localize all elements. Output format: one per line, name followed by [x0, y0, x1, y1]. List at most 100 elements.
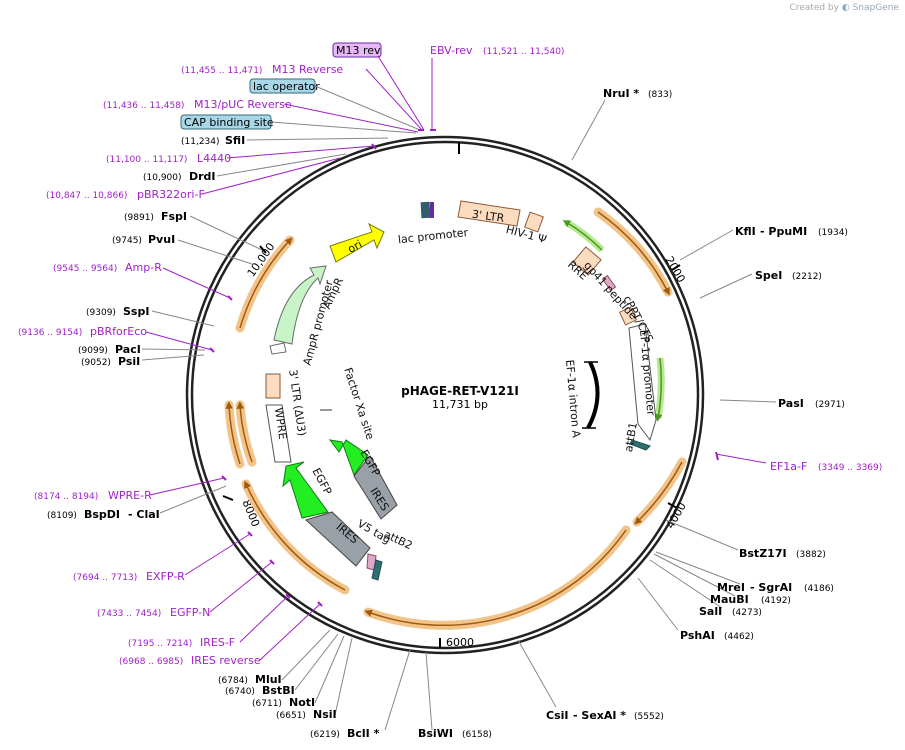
site-sspi: (9309) SspI — [86, 305, 149, 318]
leader-maubi — [653, 553, 736, 597]
site-kfli-pos: (1934) — [818, 228, 848, 238]
site-drdi: (10,900) DrdI — [143, 170, 216, 183]
site-ebv-rev-name: EBV-rev — [430, 44, 473, 57]
site-m13puc-reverse: (11,436 .. 11,458) M13/pUC Reverse — [103, 98, 292, 111]
site-ires-reverse-pos: (6968 .. 6985) — [119, 657, 183, 667]
site-kfli-name2: - PpuMI — [760, 225, 807, 238]
brand-name: SnapGene — [852, 3, 899, 13]
site-pshai: PshAI (4462) — [680, 629, 754, 642]
site-pbr322ori-name: pBR322ori-F — [137, 188, 205, 201]
site-pasi: PasI (2971) — [778, 397, 845, 410]
leader-sali — [649, 559, 723, 609]
leader-paci — [141, 348, 206, 351]
site-exfp-r: (7694 .. 7713) EXFP-R — [73, 570, 185, 583]
leader-drdi — [216, 153, 347, 177]
green-orf-right-arrow — [654, 357, 663, 422]
site-amp-r-pos: (9545 .. 9564) — [53, 264, 117, 274]
leader-bsiwi — [425, 651, 433, 731]
site-m13-reverse-pos: (11,455 .. 11,471) — [181, 66, 262, 76]
site-ef1a-f-name: EF1a-F — [770, 460, 807, 473]
tick-label-6000: 6000 — [446, 636, 474, 649]
leader-spei — [699, 273, 753, 299]
created-by-text: Created by — [789, 3, 839, 13]
orf-arrow-upper-right — [597, 211, 670, 296]
site-fspi-name: FspI — [161, 210, 187, 223]
site-mrei-pos: (4186) — [804, 584, 834, 594]
leader-m13-reverse — [365, 68, 423, 131]
site-sali: SalI (4273) — [699, 605, 762, 618]
leader-pbr322ori — [201, 157, 341, 195]
site-ires-f: (7195 .. 7214) IRES-F — [128, 636, 235, 649]
leader-sfii — [246, 137, 389, 141]
site-bstbi-pos: (6740) — [225, 687, 255, 697]
site-mrei: MreI - SgrAI (4186) — [717, 581, 834, 594]
site-csii-pos: (5552) — [634, 712, 664, 722]
leader-pbrforeco — [145, 331, 213, 351]
leader-amp-r — [162, 267, 231, 299]
feature-label-3ltr-du3: 3' LTR (ΔU3) — [286, 369, 308, 437]
egfp-n-tick — [269, 559, 275, 565]
site-mlui-pos: (6784) — [218, 676, 248, 686]
orf-arrow-lower-left — [244, 480, 346, 591]
site-ebv-rev: EBV-rev (11,521 .. 11,540) — [430, 44, 564, 57]
site-paci-pos: (9099) — [78, 346, 108, 356]
leader-nrui — [571, 99, 606, 161]
feature-label-3ltr: 3' LTR — [471, 208, 505, 225]
site-amp-r-name: Amp-R — [125, 261, 162, 274]
site-mrei-name: MreI — [717, 581, 745, 594]
site-noti: (6711) NotI — [252, 696, 315, 709]
site-bspdi-pos: (8109) — [47, 511, 77, 521]
tick-4000 — [667, 502, 678, 509]
orf-arrow-bottom — [364, 529, 627, 627]
site-maubi-name: MauBI — [710, 593, 749, 606]
ires-lower-feature — [305, 511, 371, 567]
site-mlui-name: MluI — [255, 673, 282, 686]
cppt-feature — [618, 306, 638, 326]
egfp-upper-arrow — [328, 439, 369, 477]
site-nrui-name: NruI * — [603, 87, 639, 100]
ires-f-tick — [285, 593, 291, 599]
site-pbrforeco: (9136 .. 9154) pBRforEco — [18, 325, 147, 338]
feature-label-lac-promoter: lac promoter — [397, 226, 469, 246]
lac-promoter-block — [420, 201, 431, 219]
snapgene-credit: Created by ◐ SnapGene — [789, 3, 899, 13]
site-mrei-name2: - SgrAI — [750, 581, 792, 594]
green-orf-top-arrow — [562, 220, 603, 251]
orf-arrow-left-1 — [225, 401, 241, 465]
site-bstbi-name: BstBI — [262, 684, 295, 697]
rre-feature — [572, 246, 602, 276]
site-sfii-pos: (11,234) — [181, 137, 220, 147]
site-m13puc-name: M13/pUC Reverse — [194, 98, 292, 111]
leader-psii — [141, 354, 205, 361]
site-paci-name: PacI — [115, 343, 141, 356]
site-pvui: (9745) PvuI — [112, 233, 175, 246]
feature-label-attb1: attB1 — [622, 421, 640, 453]
ampr-promoter-arrow — [269, 342, 287, 355]
leader-pvui — [177, 239, 253, 265]
site-nrui: NruI * (833) — [603, 87, 672, 100]
leader-cap — [270, 121, 417, 134]
leader-egfp-n — [209, 561, 273, 613]
site-pbrforeco-name: pBRforEco — [90, 325, 147, 338]
attb1-feature — [629, 439, 651, 451]
plasmid-name: pHAGE-RET-V121I — [401, 384, 519, 398]
site-egfp-n-name: EGFP-N — [170, 606, 210, 619]
site-csii-name: CsiI — [546, 709, 568, 722]
site-bstz17i-name: BstZ17I — [739, 547, 787, 560]
site-psii-name: PsiI — [118, 355, 140, 368]
lac-operator-mark — [430, 202, 434, 218]
leader-bcli — [384, 649, 411, 731]
leader-noti — [314, 635, 345, 704]
site-kfli: KflI - PpuMI (1934) — [735, 225, 848, 238]
3ltr-du3-feature — [265, 373, 281, 399]
tick-8000 — [222, 495, 234, 501]
site-drdi-name: DrdI — [189, 170, 216, 183]
leader-wpre-r — [149, 477, 225, 496]
site-nrui-pos: (833) — [648, 90, 672, 100]
site-sspi-name: SspI — [123, 305, 149, 318]
orf-arrow-upper-left — [239, 237, 293, 329]
site-ires-reverse-name: IRES reverse — [191, 654, 261, 667]
site-spei-name: SpeI — [755, 269, 782, 282]
site-noti-name: NotI — [289, 696, 315, 709]
leader-mrei — [655, 551, 741, 585]
